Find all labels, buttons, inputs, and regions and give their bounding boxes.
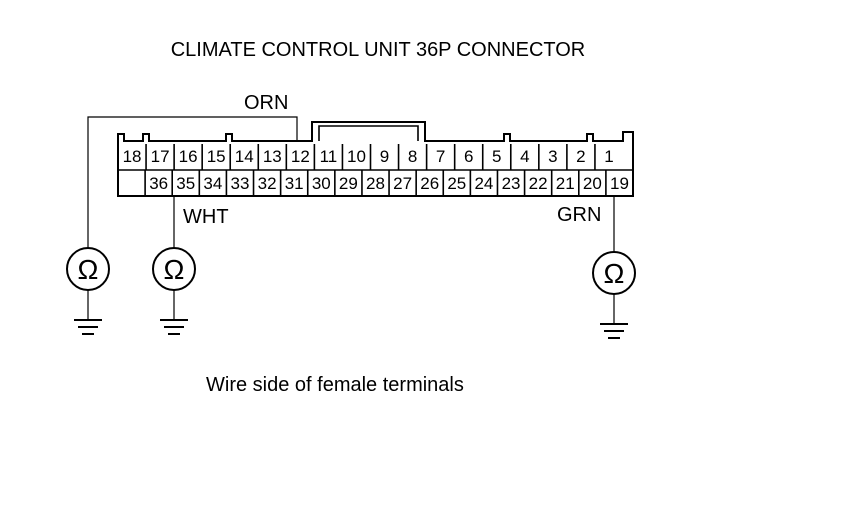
pin-label-9: 9 [380, 147, 389, 166]
wire-label-wht: WHT [183, 206, 229, 228]
wire-label-orn: ORN [244, 92, 288, 114]
pin-label-13: 13 [263, 147, 282, 166]
ground-icon [160, 290, 188, 335]
pin-label-8: 8 [408, 147, 417, 166]
pin-label-16: 16 [179, 147, 198, 166]
pin-label-12: 12 [291, 147, 310, 166]
ohm-icon: Ω [604, 258, 625, 289]
pin-label-1: 1 [604, 147, 613, 166]
pin-label-2: 2 [576, 147, 585, 166]
ohmmeter-2: Ω [152, 247, 196, 291]
pin-label-30: 30 [312, 174, 331, 193]
pin-label-33: 33 [231, 174, 250, 193]
diagram-title: CLIMATE CONTROL UNIT 36P CONNECTOR [171, 39, 586, 61]
connector-housing [117, 121, 634, 197]
pin-label-6: 6 [464, 147, 473, 166]
pin-label-4: 4 [520, 147, 529, 166]
pin-label-24: 24 [474, 174, 493, 193]
pin-label-17: 17 [151, 147, 170, 166]
pin-label-20: 20 [583, 174, 602, 193]
ground-icon [74, 290, 102, 335]
pin-label-14: 14 [235, 147, 254, 166]
pin-label-36: 36 [149, 174, 168, 193]
caption: Wire side of female terminals [206, 374, 464, 396]
ohm-icon: Ω [78, 254, 99, 285]
pin-dividers [144, 144, 607, 196]
ohmmeter-3: Ω [592, 251, 636, 295]
wire-label-grn: GRN [557, 204, 601, 226]
pin-label-31: 31 [285, 174, 304, 193]
pin-label-19: 19 [610, 174, 629, 193]
pin-label-26: 26 [420, 174, 439, 193]
ground-icon [600, 294, 628, 339]
pin-label-27: 27 [393, 174, 412, 193]
pin-label-23: 23 [502, 174, 521, 193]
pin-label-29: 29 [339, 174, 358, 193]
pin-label-35: 35 [176, 174, 195, 193]
pin-label-5: 5 [492, 147, 501, 166]
wire-orn [87, 116, 298, 248]
ground-symbols [74, 290, 628, 339]
pin-label-11: 11 [320, 147, 338, 166]
pin-label-22: 22 [529, 174, 548, 193]
pin-label-15: 15 [207, 147, 226, 166]
pin-label-3: 3 [548, 147, 557, 166]
ohmmeter-1: Ω [66, 247, 110, 291]
pin-label-7: 7 [436, 147, 445, 166]
pin-label-28: 28 [366, 174, 385, 193]
pin-label-32: 32 [258, 174, 277, 193]
ohm-icon: Ω [164, 254, 185, 285]
pin-label-10: 10 [347, 147, 366, 166]
pin-label-25: 25 [447, 174, 466, 193]
pin-label-21: 21 [556, 174, 575, 193]
pin-label-18: 18 [123, 147, 142, 166]
wires [87, 116, 615, 252]
pin-label-34: 34 [203, 174, 222, 193]
